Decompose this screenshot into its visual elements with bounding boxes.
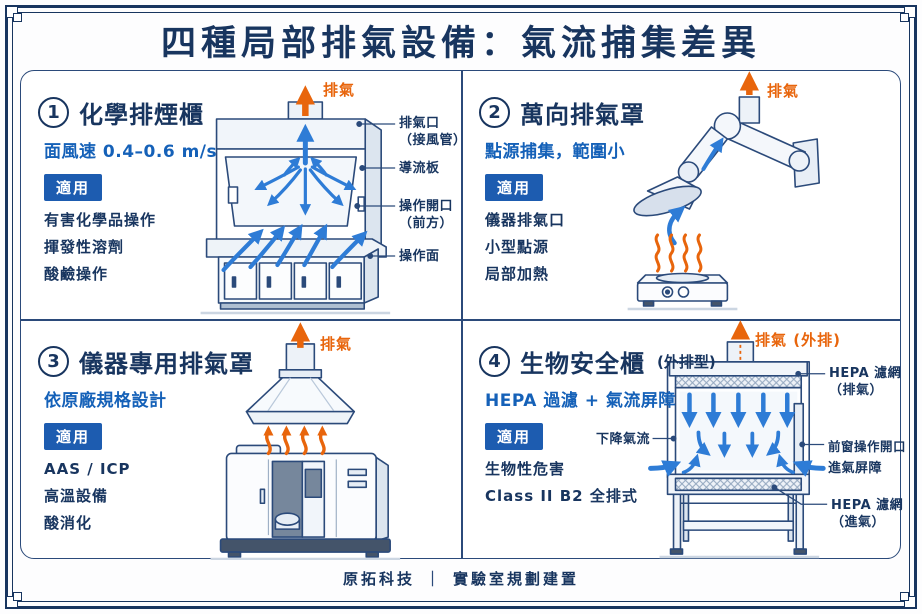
footer-tagline: 實驗室規劃建置 [453, 570, 580, 588]
exhaust-label: 排氣 [323, 81, 356, 99]
list-item: 有害化學品操作 [44, 211, 157, 229]
applicable-badge: 適用 [44, 423, 103, 450]
applicable-badge: 適用 [485, 174, 544, 201]
callout-sash-opening: 操作開口 （前方） [399, 199, 454, 231]
callout-work-surface: 操作面 [399, 249, 440, 264]
number-circle: 4 [479, 346, 510, 377]
callout-hepa-exhaust: HEPA 濾網 （排氣） [829, 366, 902, 398]
quadrant-title: 化學排煙櫃 [79, 101, 204, 129]
corner-ornament-bl [6, 586, 28, 608]
applicable-badge: 適用 [485, 423, 544, 450]
footer: 原拓科技 ｜ 實驗室規劃建置 [0, 568, 922, 589]
vertical-divider [461, 71, 463, 558]
quadrant-chemical-fume-hood: 1 化學排煙櫃 面風速 0.4–0.6 m/s 適用 有害化學品操作 揮發性溶劑… [21, 71, 466, 319]
list-item: 酸消化 [44, 514, 93, 532]
list-item: 高溫設備 [44, 487, 109, 505]
list-item: 酸鹼操作 [44, 265, 109, 283]
exhaust-label: 排氣 [320, 335, 353, 353]
exhaust-label: 排氣 (外排) [755, 331, 841, 349]
quadrant-heading: 3 儀器專用排氣罩 [38, 344, 254, 379]
list-item: 小型點源 [485, 238, 550, 256]
quadrant-title: 萬向排氣罩 [520, 101, 645, 129]
quadrant-heading: 2 萬向排氣罩 [479, 95, 645, 130]
list-item: 生物性危害 [485, 460, 566, 478]
page-title: 四種局部排氣設備：氣流捕集差異 [160, 24, 761, 64]
list-item: AAS / ICP [44, 460, 131, 478]
applicable-list: 儀器排氣口 小型點源 局部加熱 [485, 207, 565, 288]
quadrant-heading: 1 化學排煙櫃 [38, 95, 204, 130]
list-item: 揮發性溶劑 [44, 238, 125, 256]
quadrant-subtitle: 點源捕集，範圍小 [485, 142, 625, 162]
quadrant-title-suffix: (外排型) [657, 353, 716, 371]
applicable-list: AAS / ICP 高溫設備 酸消化 [44, 456, 131, 537]
list-item: Class II B2 全排式 [485, 487, 638, 505]
list-item: 局部加熱 [485, 265, 550, 283]
number-circle: 1 [38, 97, 69, 128]
callout-air-barrier: 進氣屏障 [828, 461, 883, 476]
applicable-badge: 適用 [44, 174, 103, 201]
quadrant-panel: 1 化學排煙櫃 面風速 0.4–0.6 m/s 適用 有害化學品操作 揮發性溶劑… [20, 70, 906, 560]
quadrant-subtitle: 依原廠規格設計 [44, 391, 167, 411]
footer-brand: 原拓科技 [342, 570, 415, 588]
quadrant-subtitle: HEPA 過濾 + 氣流屏障 [485, 391, 676, 411]
applicable-list: 生物性危害 Class II B2 全排式 [485, 456, 638, 510]
exhaust-label: 排氣 [767, 82, 800, 100]
corner-ornament-br [894, 586, 916, 608]
quadrant-title: 儀器專用排氣罩 [79, 350, 254, 378]
number-circle: 3 [38, 346, 69, 377]
applicable-list: 有害化學品操作 揮發性溶劑 酸鹼操作 [44, 207, 156, 288]
callout-hepa-intake: HEPA 濾網 （進氣） [831, 498, 904, 530]
number-circle: 2 [479, 97, 510, 128]
quadrant-heading: 4 生物安全櫃 (外排型) [479, 344, 716, 379]
quadrant-instrument-hood: 3 儀器專用排氣罩 依原廠規格設計 適用 AAS / ICP 高溫設備 酸消化 … [21, 320, 461, 560]
list-item: 儀器排氣口 [485, 211, 566, 229]
quadrant-title: 生物安全櫃 [520, 350, 645, 378]
callout-front-opening: 前窗操作開口 [828, 439, 907, 454]
horizontal-divider [21, 319, 900, 321]
callout-exhaust-port: 排氣口 （接風管） [399, 116, 467, 148]
quadrant-subtitle: 面風速 0.4–0.6 m/s [44, 142, 218, 162]
quadrant-biosafety-cabinet: 4 生物安全櫃 (外排型) HEPA 過濾 + 氣流屏障 適用 生物性危害 Cl… [462, 320, 906, 560]
quadrant-extraction-arm: 2 萬向排氣罩 點源捕集，範圍小 適用 儀器排氣口 小型點源 局部加熱 排氣 [462, 71, 902, 319]
footer-separator: ｜ [424, 570, 443, 588]
callout-baffle: 導流板 [399, 161, 440, 176]
callout-downflow: 下降氣流 [596, 432, 651, 447]
